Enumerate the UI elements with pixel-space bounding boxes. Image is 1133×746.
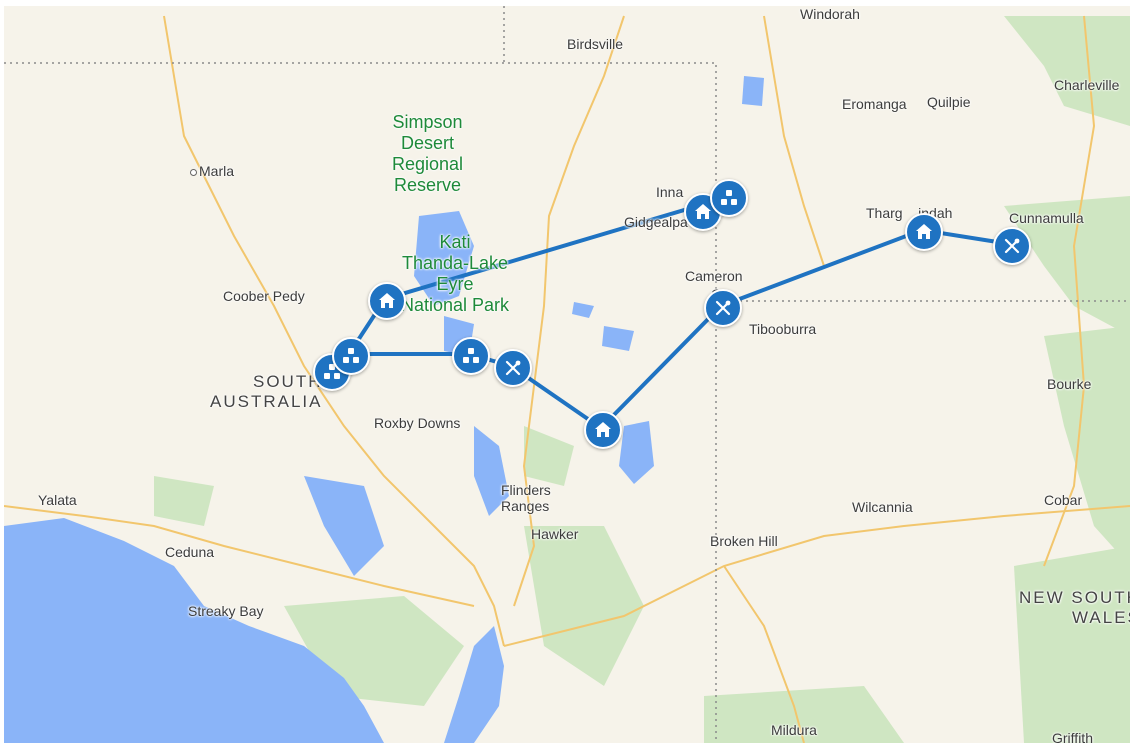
place-windorah: Windorah (800, 6, 860, 22)
vegetation (154, 16, 1130, 743)
fork-knife-icon (1004, 238, 1020, 254)
place-tibooburra: Tibooburra (749, 321, 817, 337)
map-canvas[interactable]: Windorah Birdsville Charleville Eromanga… (4, 6, 1130, 743)
park-simpson-desert: Simpson Desert Regional Reserve (392, 112, 464, 195)
map-marker-stay[interactable] (584, 411, 622, 449)
house-icon (916, 224, 932, 239)
basemap (4, 6, 1130, 743)
map-marker-tour[interactable] (452, 337, 490, 375)
house-icon (695, 204, 711, 219)
cluster-icon (324, 364, 340, 379)
cluster-icon (463, 348, 479, 363)
house-icon (379, 293, 395, 308)
place-gidgealpa: Gidgealpa (624, 214, 688, 230)
state-new-south-wales: NEW SOUTH WALES (1019, 588, 1130, 627)
cluster-icon (721, 190, 737, 205)
map-marker-stay[interactable] (905, 213, 943, 251)
ocean (4, 518, 384, 743)
map-marker-food[interactable] (494, 349, 532, 387)
place-roxby-downs: Roxby Downs (374, 415, 461, 431)
fork-knife-icon (505, 360, 521, 376)
map-marker-tour[interactable] (332, 337, 370, 375)
house-icon (595, 422, 611, 437)
place-cameron-corner: Cameron (685, 268, 743, 284)
place-cunnamulla: Cunnamulla (1009, 210, 1084, 226)
place-mildura: Mildura (771, 722, 817, 738)
place-wilcannia: Wilcannia (852, 499, 913, 515)
place-ceduna: Ceduna (165, 544, 215, 560)
map-marker-stay[interactable] (368, 282, 406, 320)
state-borders (4, 6, 1130, 743)
map-marker-food[interactable] (704, 289, 742, 327)
map-marker-tour[interactable] (710, 179, 748, 217)
place-cobar: Cobar (1044, 492, 1083, 508)
place-broken-hill: Broken Hill (710, 533, 778, 549)
park-kati-thanda: Kati Thanda-Lake Eyre National Park (401, 232, 510, 315)
place-quilpie: Quilpie (927, 94, 971, 110)
lakes (304, 76, 764, 576)
town-dot (190, 168, 197, 176)
place-eromanga: Eromanga (842, 96, 907, 112)
place-coober-pedy: Coober Pedy (223, 288, 305, 304)
place-marla: Marla (190, 163, 234, 179)
roads (4, 15, 1130, 743)
place-yalata: Yalata (38, 492, 77, 508)
place-birdsville: Birdsville (567, 36, 624, 52)
place-griffith: Griffith (1052, 730, 1093, 743)
place-innamincka: Inna (656, 184, 684, 200)
gulf (444, 626, 504, 743)
place-bourke: Bourke (1047, 376, 1092, 392)
place-hawker: Hawker (531, 526, 579, 542)
place-marla-label: Marla (199, 163, 235, 179)
map-marker-food[interactable] (993, 227, 1031, 265)
place-flinders-ranges: Flinders Ranges (501, 482, 551, 514)
fork-knife-icon (715, 300, 731, 316)
cluster-icon (343, 348, 359, 363)
place-charleville: Charleville (1054, 77, 1120, 93)
place-thargomindah: Tharg indah (866, 205, 953, 221)
place-streaky-bay: Streaky Bay (188, 603, 264, 619)
state-south-australia: SOUTH AUSTRALIA (210, 372, 323, 411)
